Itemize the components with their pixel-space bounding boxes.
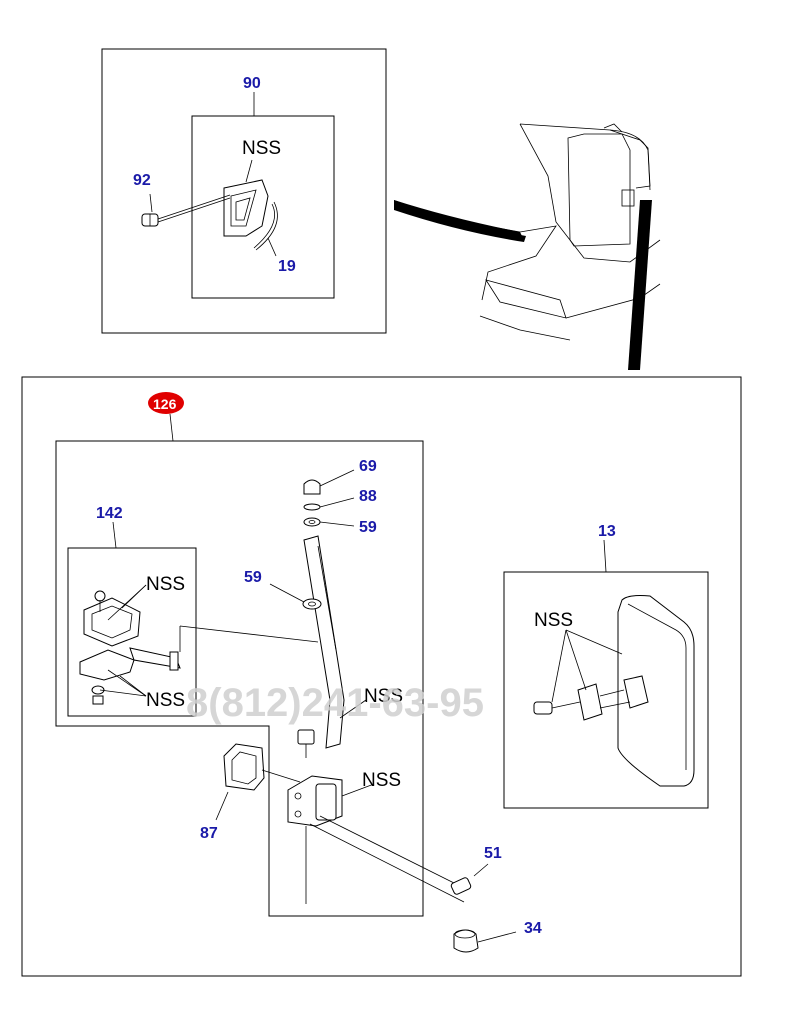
nss-label-bracket-lower: NSS <box>146 690 185 711</box>
hinge-drawing <box>287 775 465 904</box>
nss-label-arm-upper: NSS <box>364 686 403 707</box>
nss-label-hinge: NSS <box>362 770 401 791</box>
mirror-arm-drawing <box>269 469 367 758</box>
callout-87: 87 <box>200 825 218 842</box>
gasket-drawing <box>215 743 301 821</box>
callout-59-lower: 59 <box>244 569 262 586</box>
nss-label-top: NSS <box>242 138 281 159</box>
nss-label-bracket-upper: NSS <box>146 574 185 595</box>
phone-watermark: 8(812)241-63-95 <box>186 681 484 725</box>
callout-126: 126 <box>153 396 177 412</box>
callout-142: 142 <box>96 505 123 522</box>
callout-90: 90 <box>243 75 261 92</box>
top-detail-frame <box>101 48 387 334</box>
callout-34: 34 <box>524 920 542 937</box>
nss-label-mirror: NSS <box>534 610 573 631</box>
bracket-assembly-drawing <box>79 584 319 705</box>
callout-88: 88 <box>359 488 377 505</box>
cover-part-drawing <box>141 159 278 257</box>
bolt-drawing <box>450 863 489 895</box>
callout-59-upper: 59 <box>359 519 377 536</box>
truck-cab-drawing <box>394 123 661 370</box>
callout-19: 19 <box>278 258 296 275</box>
cap-drawing <box>453 929 517 953</box>
callout-69: 69 <box>359 458 377 475</box>
callout-51: 51 <box>484 845 502 862</box>
bottom-main-frame <box>21 376 742 977</box>
callout-126-badge <box>148 392 184 414</box>
callout-13: 13 <box>598 523 616 540</box>
mirror-head-drawing <box>533 595 695 787</box>
callout-92: 92 <box>133 172 151 189</box>
